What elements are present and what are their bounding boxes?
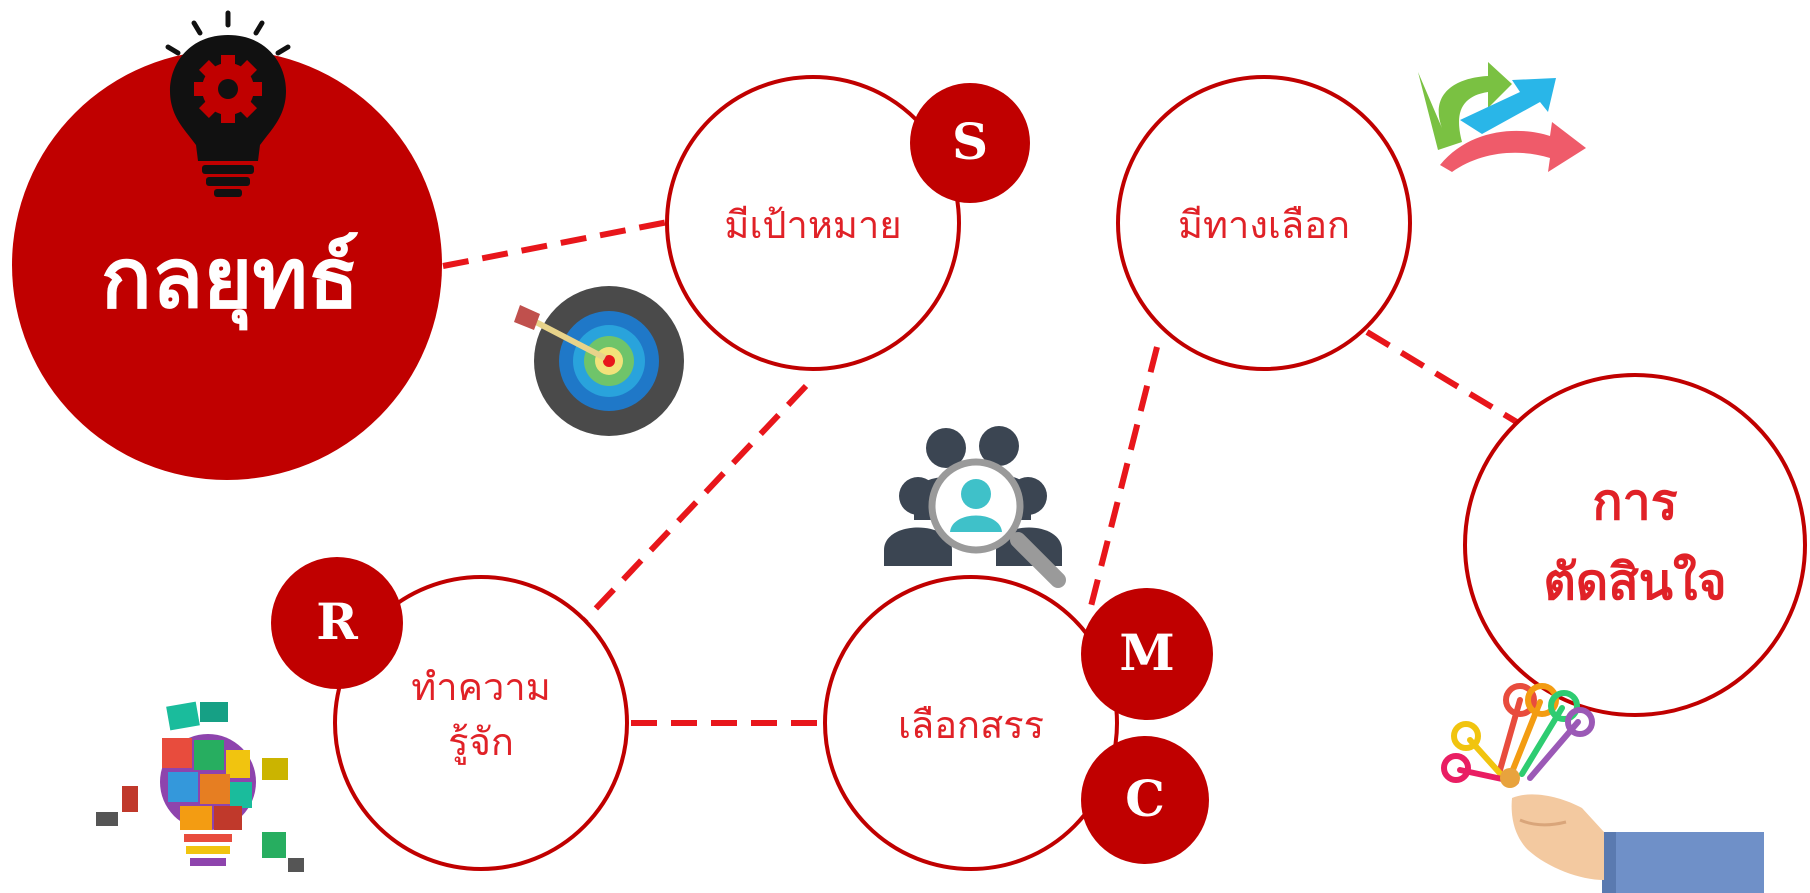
options-label: มีทางเลือก: [1177, 203, 1351, 247]
badge-m: M: [1119, 623, 1175, 682]
decision-label-line2: ตัดสินใจ: [1543, 553, 1727, 611]
badge-m-circle: [1081, 588, 1213, 720]
select-label: เลือกสรร: [897, 703, 1045, 747]
connector-options-select: [1085, 346, 1160, 619]
connector-options-decision: [1365, 329, 1522, 427]
strategy-title: กลยุทธ์: [100, 229, 360, 327]
dartboard-icon: [514, 286, 684, 436]
options-circle: [1116, 75, 1412, 371]
know-label: ทำความ รู้จัก: [381, 660, 581, 770]
title-circle: [12, 50, 442, 480]
know-circle: [333, 575, 629, 871]
badge-s-circle: [910, 83, 1030, 203]
connector-goal-know: [582, 383, 809, 623]
badge-r: R: [316, 592, 358, 651]
puzzle-bulb-icon: [96, 701, 304, 872]
lightbulb-gear-icon: [165, 10, 291, 197]
hand-keys-icon: [1441, 683, 1764, 893]
know-label-line1: ทำความ: [411, 665, 551, 709]
decision-label: การ ตัดสินใจ: [1505, 462, 1765, 622]
badge-c: C: [1125, 769, 1165, 828]
connector-title-goal: [442, 219, 669, 269]
badge-s: S: [951, 112, 989, 171]
know-label-line2: รู้จัก: [448, 720, 514, 765]
select-circle: [823, 575, 1119, 871]
goal-label: มีเป้าหมาย: [724, 203, 902, 247]
badge-r-circle: [271, 557, 403, 689]
decision-circle: [1463, 373, 1807, 717]
goal-circle: [665, 75, 961, 371]
arrows-choice-icon: [1418, 62, 1586, 172]
people-search-icon: [884, 426, 1066, 588]
badge-c-circle: [1081, 736, 1209, 864]
decision-label-line1: การ: [1592, 473, 1678, 531]
